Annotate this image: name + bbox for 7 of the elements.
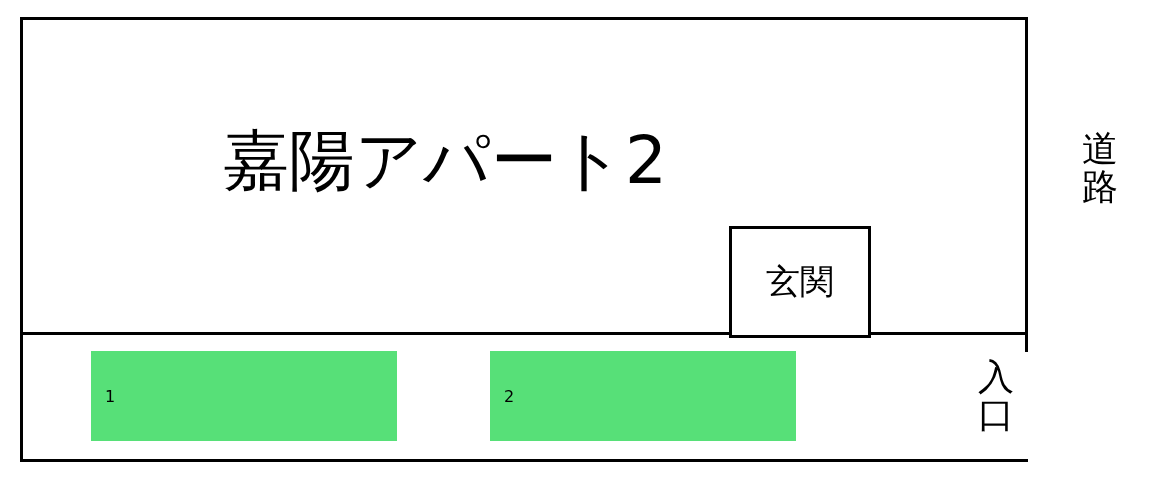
parking-space: 1 bbox=[91, 351, 397, 441]
building-name: 嘉陽アパート2 bbox=[223, 128, 667, 194]
parking-space: 2 bbox=[490, 351, 796, 441]
building-outline bbox=[20, 17, 1028, 335]
entrance-box: 玄関 bbox=[729, 226, 871, 338]
entrance-label: 入口 bbox=[978, 358, 1015, 434]
road-label: 道路 bbox=[1082, 130, 1119, 206]
